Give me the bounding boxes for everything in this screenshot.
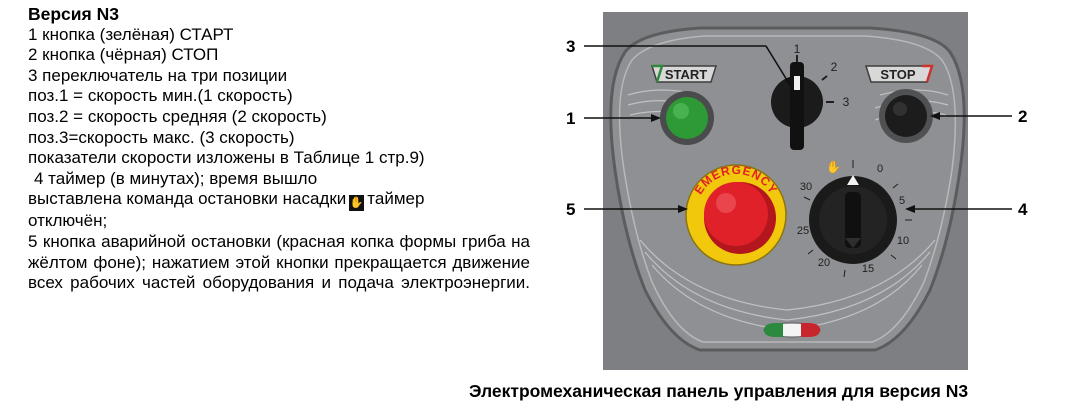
timer-pointer-icon: [847, 175, 859, 185]
timer-tick-10: 10: [897, 235, 909, 247]
speed-selector-switch[interactable]: [771, 62, 823, 150]
callout-lines: [584, 45, 1012, 210]
stop-button[interactable]: [879, 89, 933, 143]
timer-tick-0: 0: [877, 163, 883, 175]
timer-tick-25: 25: [797, 225, 809, 237]
selector-position-3: 3: [843, 95, 850, 109]
timer-hand-icon: ✋: [826, 160, 841, 174]
desc-line: отключён;: [28, 211, 108, 231]
emergency-stop-button[interactable]: EMERGENCY: [685, 163, 787, 266]
start-button[interactable]: [660, 91, 714, 145]
selector-position-1: 1: [794, 42, 801, 56]
italian-flag-badge: [763, 322, 821, 338]
timer-tick-5: 5: [899, 195, 905, 207]
stop-label: STOP: [880, 67, 915, 82]
selector-position-2: 2: [831, 60, 838, 74]
desc-line: 2 кнопка (чёрная) СТОП: [28, 45, 219, 65]
desc-line: 4 таймер (в минутах); время вышло: [34, 168, 318, 188]
selector-ticks: [796, 55, 834, 103]
callout-1: 1: [566, 109, 575, 128]
callout-3: 3: [566, 37, 575, 56]
timer-knob[interactable]: [809, 176, 897, 264]
panel-inner-border: [618, 35, 957, 343]
desc-line: 1 кнопка (зелёная) СТАРТ: [28, 24, 234, 44]
emergency-description: 5 кнопка аварийной остановки (красная ко…: [28, 231, 530, 293]
timer-tick-30: 30: [800, 181, 812, 193]
callout-4: 4: [1018, 200, 1028, 219]
stop-command-text: выставлена команда остановки насадки: [28, 189, 347, 209]
timer-tick-20: 20: [818, 257, 830, 269]
callout-arrowheads: [651, 77, 940, 213]
start-badge: START: [650, 64, 718, 83]
desc-line: поз.2 = скорость средняя (2 скорость): [28, 106, 327, 126]
hand-stop-icon: ✋: [349, 195, 365, 212]
desc-line: поз.1 = скорость мин.(1 скорость): [28, 86, 293, 106]
timer-scale-ticks: [803, 160, 912, 278]
callout-2: 2: [1018, 107, 1027, 126]
description-block: Версия N3 1 кнопка (зелёная) СТАРТ 2 кно…: [28, 4, 530, 294]
desc-line-stop: выставлена команда остановки насадки✋тай…: [28, 189, 530, 212]
panel-caption: Электромеханическая панель управления дл…: [469, 381, 969, 401]
start-label: START: [665, 67, 707, 82]
timer-tick-15: 15: [862, 263, 874, 275]
timer-word: таймер: [367, 189, 425, 209]
desc-line: 3 переключатель на три позиции: [28, 65, 288, 85]
desc-line: поз.3=скорость макс. (3 скорость): [28, 127, 295, 147]
desc-line: показатели скорости изложены в Таблице 1…: [28, 148, 425, 168]
callout-5: 5: [566, 200, 575, 219]
stop-badge: STOP: [864, 64, 934, 83]
control-panel-diagram: START STOP 1 2 3 EMERGENCY: [566, 12, 1028, 370]
version-title: Версия N3: [28, 4, 119, 24]
